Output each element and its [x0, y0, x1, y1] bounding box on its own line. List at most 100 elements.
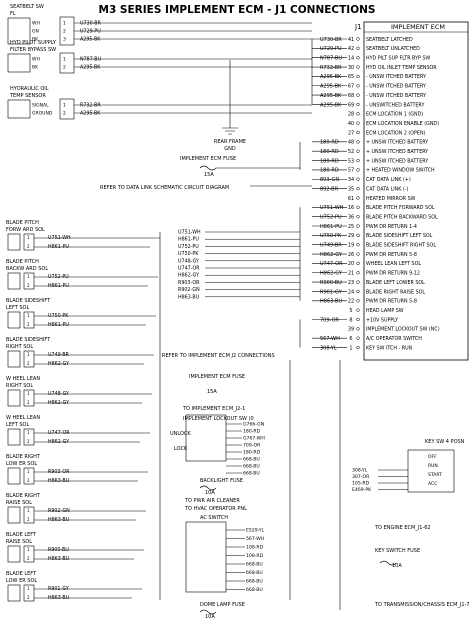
- pin-function-16: CAT DATA LINK (-): [366, 186, 409, 192]
- solenoid-sub-2: LEFT SOL: [6, 305, 29, 311]
- pin-wire-5: A295-BK: [320, 84, 342, 90]
- pin-number-8: 28: [348, 112, 354, 118]
- pin-terminal-23: [356, 252, 360, 256]
- component-box-1: [7, 53, 31, 73]
- lockout-wire-7: 668-BU: [243, 471, 260, 477]
- pin-function-29: HEAD LAMP SW: [366, 308, 404, 314]
- pin-number-20: 25: [348, 224, 354, 230]
- keysw-pos-3: ACC: [428, 481, 437, 487]
- pin-terminal-29: [356, 308, 360, 312]
- keysw-fuse-rating: 10A: [392, 563, 402, 569]
- solenoid-coil-2: [7, 311, 21, 329]
- solenoid-sub-0: FORW ARD SOL: [6, 227, 45, 233]
- pin-function-19: BLADE PITCH BACKWARD SOL: [366, 214, 438, 220]
- pin-number-15: 34: [348, 177, 354, 183]
- solenoid-plug-1: [23, 272, 35, 290]
- solenoid-coil-1: [7, 272, 21, 290]
- solenoid-sub-5: LEFT SOL: [6, 422, 29, 428]
- solenoid-coil-9: [7, 584, 21, 602]
- keysw-wire-0: 308-YL: [352, 468, 368, 474]
- pin-function-4: - UNSW ITCHED BATTERY: [366, 74, 426, 80]
- lockout-switch-label: IMPLEMENT LOCKOUT SW (0: [183, 416, 254, 422]
- dome-fuse-label: DOME LAMP FUSE: [200, 602, 245, 608]
- sol-bus-wire-1: H861-PU: [178, 237, 199, 243]
- solenoid-pin1-3: 1: [27, 352, 30, 357]
- fuse-15a: 15A: [204, 172, 214, 178]
- keysw-pos-2: START: [428, 472, 442, 478]
- pin-terminal-14: [356, 168, 360, 172]
- component-wire-0-1: U729-PU: [80, 29, 101, 35]
- component-wire-2-1: A295-BK: [80, 111, 101, 117]
- sol-bus-wire-2: U752-PU: [178, 244, 199, 250]
- component-name-1: HYD PILOT SUPPLY: [10, 40, 57, 46]
- pin-terminal-12: [356, 149, 360, 153]
- pin-number-11: 48: [348, 140, 354, 146]
- lockout-wire-3: 709-OR: [243, 443, 261, 449]
- pin-number-1: 42: [348, 46, 354, 52]
- connector-id: J1: [354, 23, 362, 31]
- pin-wire-33: 308-YL: [320, 345, 337, 351]
- data-link-ref: REFER TO DATA LINK SCHEMATIC CIRCUIT DIA…: [100, 185, 229, 191]
- pin-function-28: PWM DR RETURN 5-8: [366, 299, 417, 305]
- pin-wire-28: H863-BU: [320, 299, 342, 305]
- keysw-pos-0: OFF: [428, 454, 437, 460]
- pin-function-27: BLADE RIGHT RAISE SOL: [366, 289, 425, 295]
- pin-wire-2: N787-BU: [320, 56, 342, 62]
- solenoid-pin2-0: 2: [27, 244, 30, 249]
- cavity-label-2-0: SIGNAL: [32, 103, 49, 109]
- sol-bus-wire-9: H863-BU: [178, 294, 200, 300]
- ac-wire-5: 668-BU: [246, 570, 263, 576]
- lockout-wire-5: 668-BU: [243, 457, 260, 463]
- misc-wiring: G766-GN180-RDG767-WH709-OR180-RD668-BU66…: [185, 165, 455, 615]
- pin-terminal-32: [356, 336, 360, 340]
- pin-function-15: CAT DATA LINK (+): [366, 177, 411, 183]
- sol-bus-wire-7: R903-OR: [178, 280, 200, 286]
- pin-terminal-31: [356, 327, 360, 331]
- pin-wire-11: 180-RD: [320, 140, 339, 146]
- pin-function-0: SEATBELT LATCHED: [366, 37, 413, 43]
- hvac-label: TO HVAC OPERATOR PNL: [184, 506, 247, 512]
- pin-wire-18: U751-WH: [320, 205, 344, 211]
- dome-rating: 10A: [205, 614, 215, 620]
- pin-wire-1: U729-PU: [320, 46, 342, 52]
- solenoid-pin1-5: 1: [27, 430, 30, 435]
- cavity-label-0-1: GN: [32, 29, 39, 35]
- ac-switch-box: [185, 521, 227, 593]
- rear-frame-gnd-label: REAR FRAME: [214, 139, 246, 145]
- pin-terminal-24: [356, 261, 360, 266]
- pin-wire-0: U730-BR: [320, 37, 342, 43]
- solenoid-pin2-8: 2: [27, 556, 30, 561]
- solenoid-plug-0: [23, 233, 35, 251]
- keysw-wire-2: 105-RD: [352, 481, 370, 487]
- ac-wire-4: 668-BU: [246, 562, 263, 568]
- pin-number-26: 23: [348, 280, 354, 286]
- solenoid-pin2-7: 2: [27, 517, 30, 522]
- pin-number-7: 69: [348, 102, 354, 108]
- pin-number-23: 26: [348, 252, 354, 258]
- solenoid-pin2-6: 2: [27, 478, 30, 483]
- pin-terminal-30: [356, 317, 360, 322]
- keysw-wire-3: E469-PK: [352, 487, 372, 493]
- pin-wire-13: 180-RD: [320, 158, 339, 164]
- solenoid-coil-5: [7, 428, 21, 446]
- solenoid-name-2: BLADE SIDESHIFT: [6, 298, 51, 304]
- fuse-symbol: [199, 165, 217, 171]
- pin-function-5: - UNSW ITCHED BATTERY: [366, 84, 426, 90]
- pin-terminal-15: [356, 177, 360, 181]
- pin-number-0: 41: [348, 37, 354, 43]
- pin-number-12: 52: [348, 149, 354, 155]
- pin-terminal-27: [356, 289, 360, 294]
- keysw-wire-1: 307-OR: [352, 474, 370, 480]
- pin-function-26: BLADE LEFT LOWER SOL: [366, 280, 425, 286]
- solenoid-pin1-6: 1: [27, 469, 30, 474]
- ac-wire-6: 668-BU: [246, 579, 263, 585]
- lockout-wire-4: 180-RD: [243, 450, 261, 456]
- solenoid-sub-8: RAISE SOL: [6, 539, 32, 545]
- cavity-num-2-0: 1: [63, 103, 66, 109]
- pin-number-17: 61: [348, 196, 354, 202]
- pin-function-11: + UNSW ITCHED BATTERY: [366, 140, 428, 146]
- pin-wire-3: R732-BR: [320, 65, 342, 71]
- solenoid-sub-4: RIGHT SOL: [6, 383, 33, 389]
- pin-function-3: HYD OIL INLET TEMP SENSOR: [366, 65, 437, 71]
